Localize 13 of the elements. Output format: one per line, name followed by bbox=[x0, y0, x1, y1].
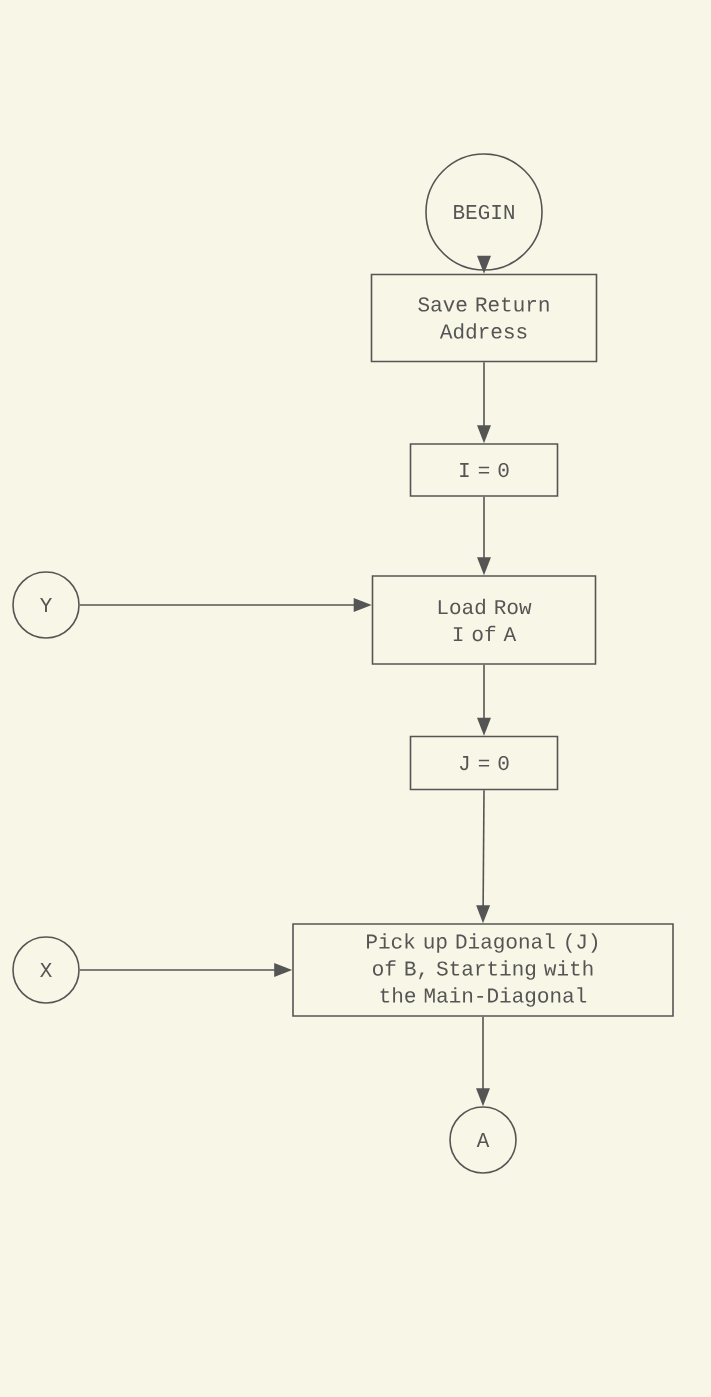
arrow bbox=[476, 1016, 490, 1107]
arrow bbox=[476, 789, 491, 924]
arrow bbox=[79, 963, 293, 977]
arrow bbox=[477, 255, 491, 274]
arrow bbox=[79, 598, 372, 612]
arrow bbox=[477, 496, 491, 576]
process-box: Pick up Diagonal (J) of B, Starting with the Main-Diagonal bbox=[292, 923, 674, 1017]
process-box: Load Row I of A bbox=[371, 575, 597, 665]
arrow bbox=[477, 664, 491, 736]
process-box: Save Return Address bbox=[370, 273, 598, 363]
arrow bbox=[477, 361, 491, 444]
process-box: J = 0 bbox=[409, 735, 559, 791]
process-box: I = 0 bbox=[409, 443, 559, 497]
